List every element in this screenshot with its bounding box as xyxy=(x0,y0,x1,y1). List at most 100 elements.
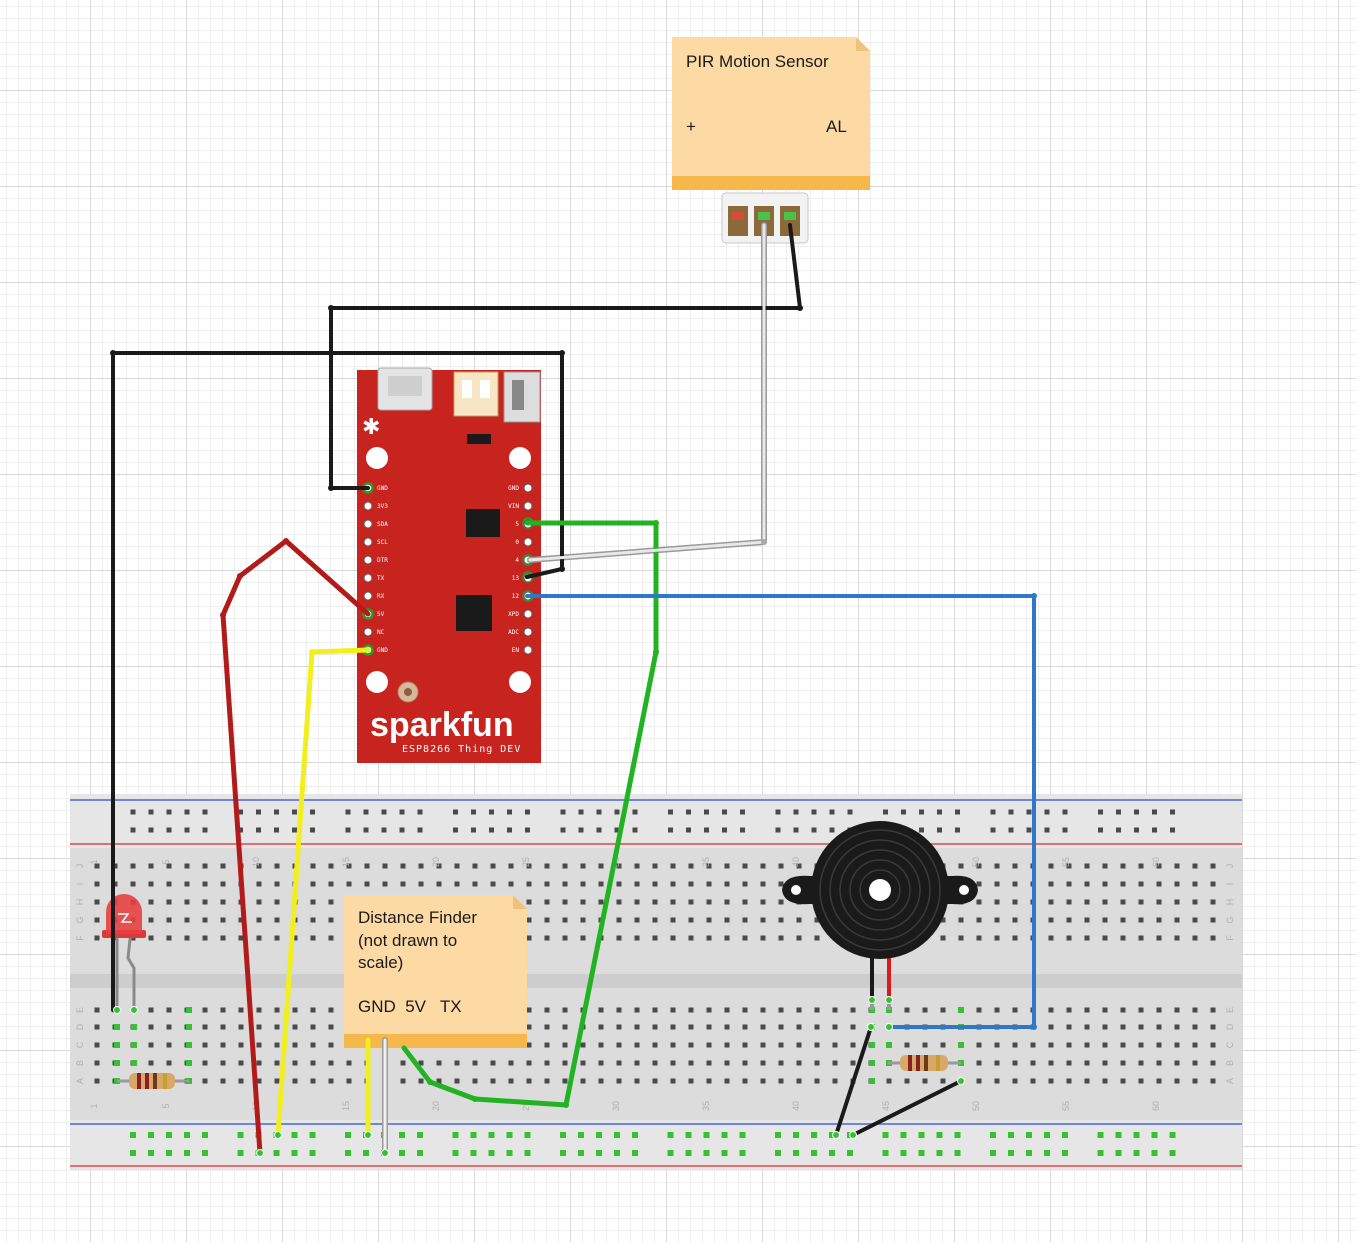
breadboard-hole xyxy=(976,881,982,887)
breadboard-hole xyxy=(418,863,424,869)
breadboard-hole xyxy=(994,863,1000,869)
board-pin[interactable] xyxy=(523,645,533,655)
board-pin[interactable] xyxy=(363,591,373,601)
board-pin[interactable] xyxy=(523,627,533,637)
breadboard-hole xyxy=(922,1078,928,1084)
wire-black-resistor-gnd[interactable] xyxy=(851,1079,963,1137)
resistor-buzzer[interactable] xyxy=(888,1055,961,1071)
connected-rail-hole xyxy=(1062,1132,1068,1138)
power-switch-knob xyxy=(512,380,524,410)
breadboard-hole xyxy=(310,1042,316,1048)
breadboard-hole xyxy=(616,935,622,941)
breadboard-hole xyxy=(1174,935,1180,941)
connected-rail-hole xyxy=(578,1150,584,1156)
breadboard-hole xyxy=(814,1060,820,1066)
board-pin[interactable] xyxy=(363,573,373,583)
breadboard-hole xyxy=(1192,1024,1198,1030)
board-pin[interactable] xyxy=(363,537,373,547)
board-pin[interactable] xyxy=(363,555,373,565)
resistor-led[interactable] xyxy=(117,1073,189,1089)
breadboard-hole xyxy=(184,899,190,905)
breadboard-hole xyxy=(1030,1078,1036,1084)
board-pin[interactable] xyxy=(363,519,373,529)
rail-hole xyxy=(937,827,942,833)
wire-blue-buzzer[interactable] xyxy=(525,594,1036,1029)
connected-rail-hole xyxy=(847,1150,853,1156)
breadboard-hole xyxy=(418,1078,424,1084)
breadboard-hole xyxy=(1174,1060,1180,1066)
breadboard-hole xyxy=(814,1024,820,1030)
breadboard-hole xyxy=(1138,863,1144,869)
breadboard-hole xyxy=(220,1007,226,1013)
board-pin[interactable] xyxy=(523,483,533,493)
breadboard-hole xyxy=(418,881,424,887)
breadboard-hole xyxy=(1156,1042,1162,1048)
board-pin[interactable] xyxy=(523,609,533,619)
breadboard-hole xyxy=(166,863,172,869)
breadboard-hole xyxy=(1120,1042,1126,1048)
connected-rail-hole xyxy=(721,1150,728,1156)
connected-rail-hole xyxy=(739,1132,746,1138)
breadboard-hole xyxy=(850,1007,856,1013)
breadboard-hole xyxy=(778,1078,784,1084)
connected-rail-hole xyxy=(417,1150,423,1156)
board-pin[interactable] xyxy=(523,537,533,547)
board-pin[interactable] xyxy=(363,501,373,511)
row-letter: J xyxy=(1225,864,1235,869)
connector-pin-marker xyxy=(758,212,770,220)
rail-hole xyxy=(274,827,279,833)
rail-hole xyxy=(525,827,530,833)
breadboard-hole xyxy=(508,1078,514,1084)
rail-hole xyxy=(578,809,584,815)
breadboard-hole xyxy=(310,935,316,941)
breadboard-hole xyxy=(778,863,784,869)
pin-label: TX xyxy=(377,575,385,582)
connected-rail-hole xyxy=(1115,1132,1122,1138)
breadboard-hole xyxy=(814,917,820,923)
connected-rail-hole xyxy=(524,1150,531,1156)
breadboard-hole xyxy=(1066,1078,1072,1084)
breadboard-hole xyxy=(1102,1042,1108,1048)
wire-white-outline xyxy=(527,222,767,563)
connected-rail-hole xyxy=(667,1150,674,1156)
breadboard-hole xyxy=(274,1007,280,1013)
breadboard-hole xyxy=(778,1024,784,1030)
breadboard-hole xyxy=(940,1078,946,1084)
column-number: 40 xyxy=(791,857,801,867)
rail-hole xyxy=(345,809,351,815)
pir-sensor-note[interactable]: PIR Motion Sensor + AL xyxy=(672,37,870,190)
esp8266-thing-dev-board[interactable]: ✱ sparkfun ESP8266 Thing DEV GND3V3SDASC… xyxy=(357,367,541,763)
wire-terminal xyxy=(274,1131,282,1139)
row-letter: D xyxy=(1225,1023,1235,1030)
board-pin[interactable] xyxy=(523,501,533,511)
breadboard-hole xyxy=(652,1078,658,1084)
wire-white-pir-signal[interactable] xyxy=(528,223,766,562)
row-letter: I xyxy=(1225,883,1235,886)
rail-hole xyxy=(1098,827,1103,833)
breadboard-hole xyxy=(94,1078,100,1084)
distance-finder-note[interactable]: Distance Finder (not drawn to scale) GND… xyxy=(344,895,527,1048)
breadboard-hole xyxy=(562,1024,568,1030)
wire-black-buzzer-gnd[interactable] xyxy=(834,1025,873,1137)
breadboard-hole xyxy=(616,1024,622,1030)
rail-hole xyxy=(1116,809,1121,815)
piezo-buzzer[interactable] xyxy=(782,821,978,1010)
breadboard-hole xyxy=(904,1042,910,1048)
breadboard-hole xyxy=(166,1060,172,1066)
breadboard-hole xyxy=(220,881,226,887)
breadboard-hole xyxy=(724,917,730,923)
breadboard-hole xyxy=(976,935,982,941)
breadboard-hole xyxy=(598,881,604,887)
rail-hole xyxy=(919,827,924,833)
connected-rail-hole xyxy=(667,1132,674,1138)
breadboard-hole xyxy=(580,1078,586,1084)
breadboard-hole xyxy=(346,881,352,887)
breadboard-hole xyxy=(1066,917,1072,923)
column-number: 20 xyxy=(431,857,441,867)
connected-rail-hole xyxy=(614,1150,620,1156)
rail-hole xyxy=(829,809,835,815)
board-pin[interactable] xyxy=(363,627,373,637)
distance-subtitle-line1: (not drawn to xyxy=(358,931,457,950)
breadboard-hole xyxy=(1048,1024,1054,1030)
breadboard-hole xyxy=(886,1078,892,1084)
